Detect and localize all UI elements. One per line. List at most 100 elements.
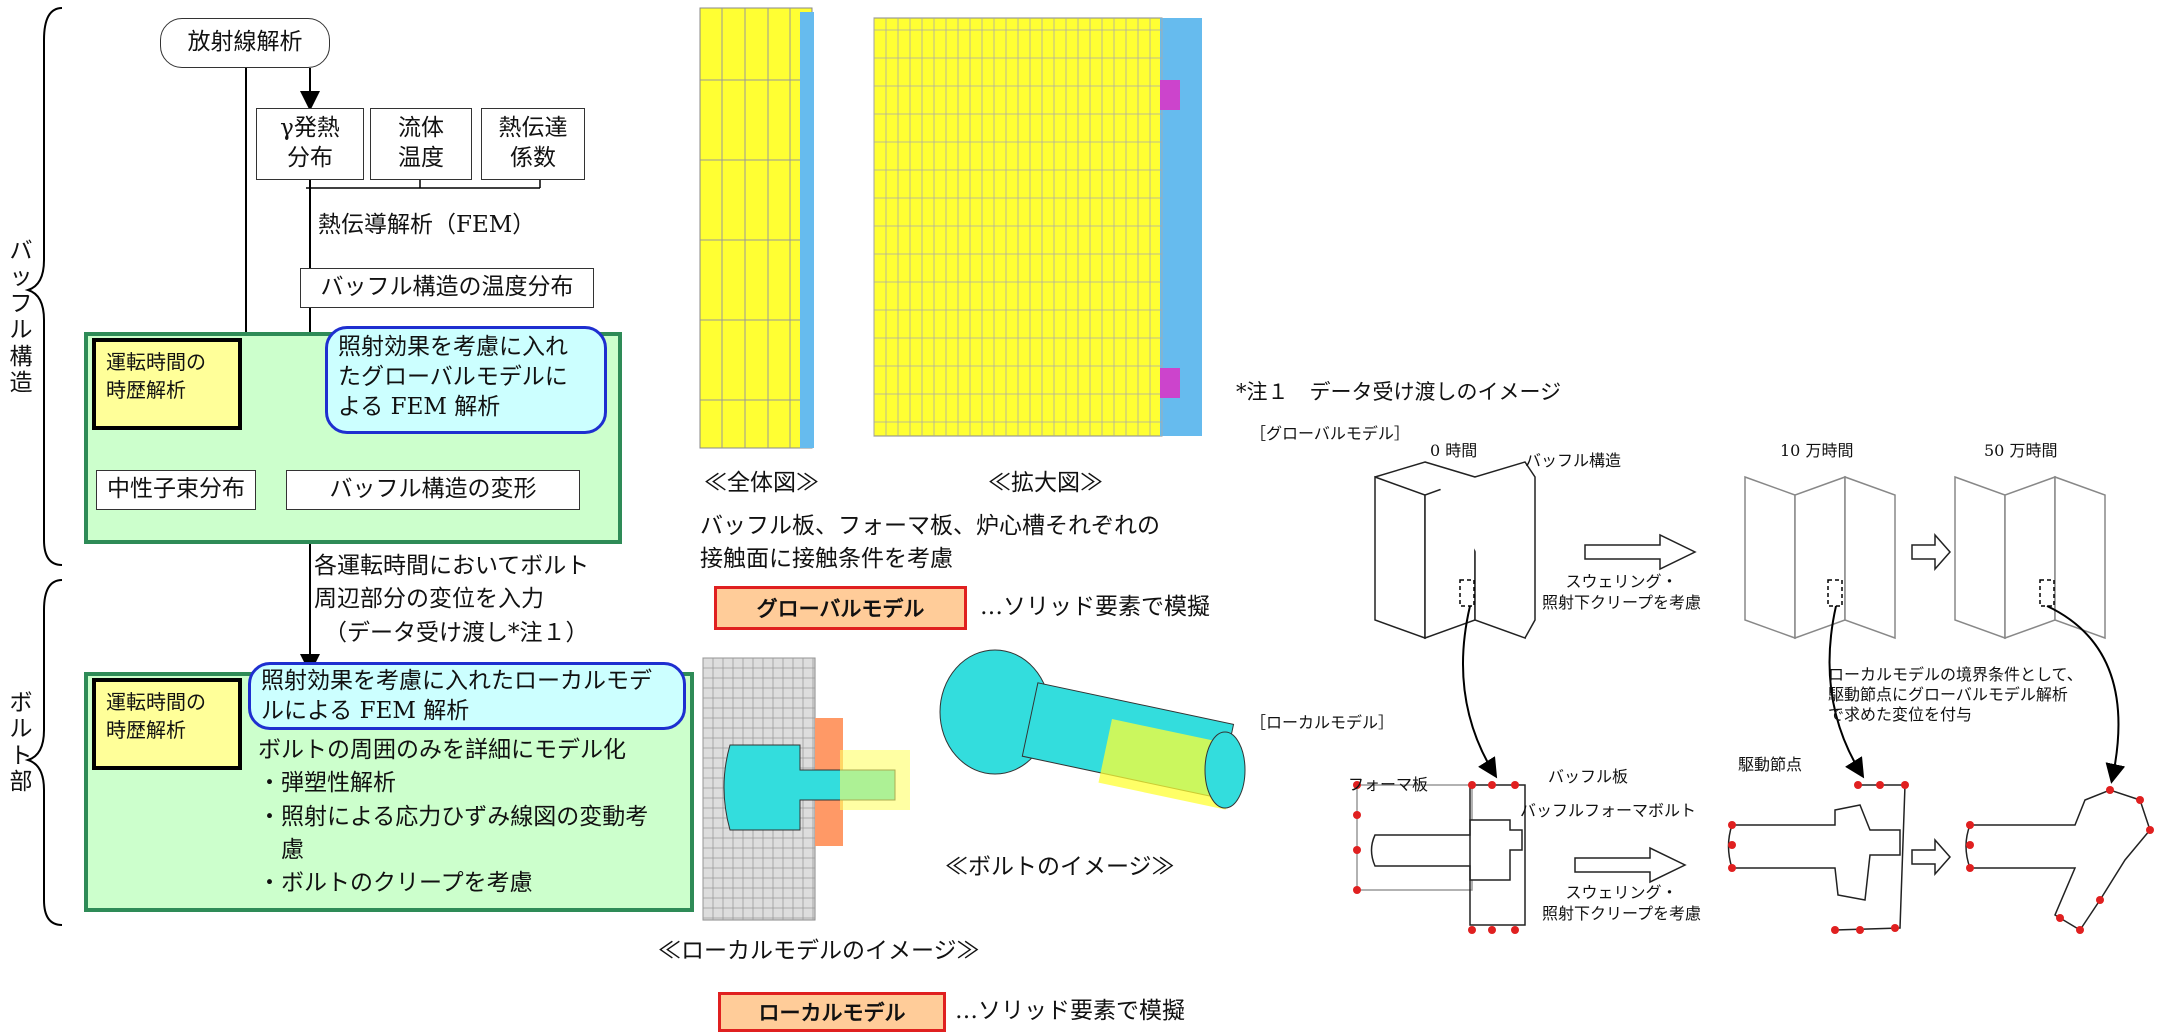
drive-node-label: 駆動節点 <box>1738 755 1803 774</box>
drive-node-dot <box>1468 926 1476 934</box>
drive-node-dot <box>1854 781 1862 789</box>
heat-coef-line1: 熱伝達 <box>498 115 568 142</box>
drive-node-dot <box>1488 781 1496 789</box>
contact-note-line2: 接触面に接触条件を考慮 <box>700 546 953 573</box>
drive-node-dot <box>1728 841 1736 849</box>
local-model-sketches <box>1356 784 2151 932</box>
drive-node-dot <box>1488 926 1496 934</box>
time-100k-label: 10 万時間 <box>1780 441 1854 460</box>
local-tag-note: …ソリッド要素で模擬 <box>955 998 1185 1024</box>
global-fem-line1: 照射効果を考慮に入れ <box>338 334 568 360</box>
drive-node-dot <box>1856 926 1864 934</box>
drive-node-dot <box>1831 926 1839 934</box>
drive-node-dot <box>1891 924 1899 932</box>
op-history-box-1: 運転時間の 時歴解析 <box>92 338 242 430</box>
time-500k-label: 50 万時間 <box>1984 441 2058 460</box>
bolt-image-caption: ≪ボルトのイメージ≫ <box>945 854 1175 880</box>
op-history-2-line2: 時歴解析 <box>106 718 186 742</box>
swelling-1-line1: スウェリング・ <box>1565 572 1678 591</box>
global-fem-box: 照射効果を考慮に入れ たグローバルモデルに よる FEM 解析 <box>325 326 607 434</box>
bolt-detail-heading: ボルトの周囲のみを詳細にモデル化 <box>258 737 626 763</box>
drive-node-dot <box>1353 811 1361 819</box>
boundary-condition-note: ローカルモデルの境界条件として、 駆動節点にグローバルモデル解析 で求めた変位を… <box>1828 665 2083 725</box>
heat-coef-line2: 係数 <box>510 145 556 171</box>
global-model-label: ［グローバルモデル］ <box>1250 424 1410 443</box>
drive-node-dot <box>1876 781 1884 789</box>
swelling-2-line2: 照射下クリープを考慮 <box>1542 903 1702 923</box>
drive-node-dot <box>1966 864 1974 872</box>
time-0-label: 0 時間 <box>1430 441 1478 460</box>
boundary-line3: で求めた変位を付与 <box>1828 705 1973 724</box>
drive-node-dot <box>2106 786 2114 794</box>
fluid-temp-line2: 温度 <box>398 145 444 171</box>
global-tag-note: …ソリッド要素で模擬 <box>980 594 1210 620</box>
former-plate-label: フォーマ板 <box>1348 775 1429 794</box>
bolt-side-label: ボルト部 <box>9 690 33 796</box>
temp-distribution-box: バッフル構造の温度分布 <box>300 268 594 308</box>
swelling-1-line2: 照射下クリープを考慮 <box>1542 592 1702 612</box>
neutron-flux-box: 中性子束分布 <box>96 470 256 510</box>
heat-coef-box: 熱伝達係数 <box>481 108 585 180</box>
note-title: *注１ データ受け渡しのイメージ <box>1236 380 1562 404</box>
gamma-heat-line2: 分布 <box>287 145 333 171</box>
contact-note-line1: バッフル板、フォーマ板、炉心槽それぞれの <box>700 513 1160 539</box>
drive-node-dot <box>1511 781 1519 789</box>
gamma-heat-line1: γ発熱 <box>280 115 340 142</box>
swelling-2-line1: スウェリング・ <box>1565 883 1678 902</box>
drive-node-dot <box>1353 781 1361 789</box>
boundary-line1: ローカルモデルの境界条件として、 <box>1828 665 2083 684</box>
global-model-tag: グローバルモデル <box>714 586 967 630</box>
global-fem-line3: よる FEM 解析 <box>338 393 501 420</box>
fluid-temp-box: 流体温度 <box>370 108 472 180</box>
global-fem-line2: たグローバルモデルに <box>338 363 568 390</box>
local-model-label: ［ローカルモデル］ <box>1250 713 1395 732</box>
bullet-1: ・弾塑性解析 <box>258 770 396 797</box>
transfer-line2: 周辺部分の変位を入力 <box>314 586 544 613</box>
drive-node-dot <box>1901 781 1909 789</box>
baffle-structure-label: バッフル構造 <box>1525 451 1622 470</box>
drive-node-dot <box>1511 926 1519 934</box>
drive-node-dot <box>1728 864 1736 872</box>
fluid-temp-line1: 流体 <box>398 115 444 142</box>
drive-node-dot <box>1966 821 1974 829</box>
drive-node-dot <box>1966 841 1974 849</box>
drive-node-dot <box>2146 826 2154 834</box>
data-transfer-note: 各運転時間においてボルト 周辺部分の変位を入力 （データ受け渡し*注１） <box>314 550 589 650</box>
op-history-1-line1: 運転時間の <box>106 350 206 374</box>
op-history-2-line1: 運転時間の <box>106 690 206 714</box>
bullet-2: ・照射による応力ひずみ線図の変動考 <box>258 803 649 830</box>
heat-conduction-label: 熱伝導解析（FEM） <box>318 212 536 238</box>
drive-node-dot <box>2056 914 2064 922</box>
drive-node-dot <box>1728 821 1736 829</box>
drive-node-dot <box>1353 886 1361 894</box>
baffle-plate-label: バッフル板 <box>1548 767 1629 786</box>
whole-view-caption: ≪全体図≫ <box>704 470 819 496</box>
brace-baffle <box>24 7 63 566</box>
bolt-mesh <box>939 649 1246 810</box>
contact-note: バッフル板、フォーマ板、炉心槽それぞれの 接触面に接触条件を考慮 <box>700 510 1160 577</box>
transfer-line1: 各運転時間においてボルト <box>314 553 590 579</box>
bolt-detail-text: ボルトの周囲のみを詳細にモデル化 ・弾塑性解析 ・照射による応力ひずみ線図の変動… <box>258 734 648 901</box>
local-model-tag: ローカルモデル <box>718 992 946 1032</box>
drive-node-dot <box>2136 796 2144 804</box>
local-fem-box: 照射効果を考慮に入れたローカルモデ ルによる FEM 解析 <box>248 662 686 730</box>
global-model-sketches <box>1374 461 2106 640</box>
swelling-note-2: スウェリング・ 照射下クリープを考慮 <box>1542 883 1701 925</box>
drive-node-dot <box>2076 926 2084 934</box>
deformation-box: バッフル構造の変形 <box>286 470 580 510</box>
gamma-heat-box: γ発熱分布 <box>256 108 364 180</box>
global-whole-mesh <box>699 7 814 449</box>
brace-bolt <box>24 579 63 926</box>
local-fem-line2: ルによる FEM 解析 <box>261 697 470 724</box>
drive-node-dot <box>1468 781 1476 789</box>
local-model-mesh <box>702 657 910 921</box>
bullet-4: ・ボルトのクリープを考慮 <box>258 870 533 897</box>
zoom-view-caption: ≪拡大図≫ <box>988 470 1103 496</box>
drive-node-dot <box>1353 846 1361 854</box>
baffle-side-label: バッフル構造 <box>9 238 33 397</box>
local-fem-line1: 照射効果を考慮に入れたローカルモデ <box>261 668 652 694</box>
op-history-1-line2: 時歴解析 <box>106 378 186 402</box>
local-model-caption: ≪ローカルモデルのイメージ≫ <box>658 938 980 964</box>
transfer-line3: （データ受け渡し*注１） <box>324 619 589 646</box>
